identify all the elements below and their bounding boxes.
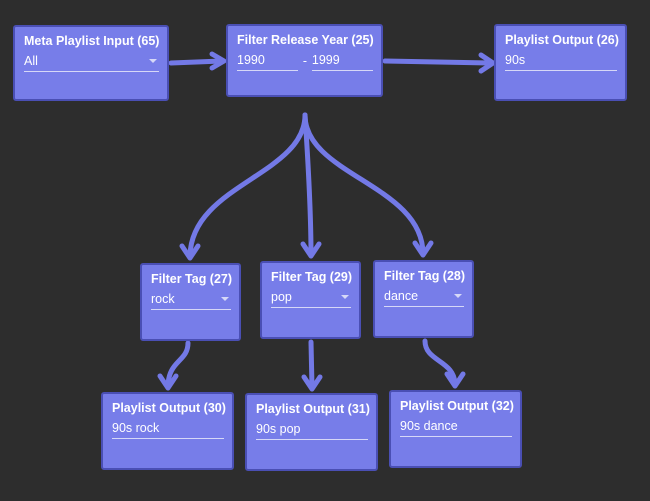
edge-meta-to-filter-year-arrowhead xyxy=(209,51,227,71)
input-value: 90s dance xyxy=(400,419,458,433)
node-filter-tag-29[interactable]: Filter Tag (29) pop xyxy=(260,261,361,339)
chevron-down-icon xyxy=(149,59,157,63)
edge-tag-27-to-output-30 xyxy=(165,340,191,390)
year-range: 1990 - 1999 xyxy=(237,52,373,71)
edge-filter-year-to-tag-29-arrowhead xyxy=(300,241,322,259)
year-from-input[interactable]: 1990 xyxy=(237,52,299,71)
tag-select[interactable]: dance xyxy=(384,288,464,307)
select-value: pop xyxy=(271,290,292,304)
node-filter-tag-28[interactable]: Filter Tag (28) dance xyxy=(373,260,474,338)
chevron-down-icon xyxy=(221,297,229,301)
playlist-name-input[interactable]: 90s rock xyxy=(112,420,224,439)
playlist-name-input[interactable]: 90s xyxy=(505,52,617,71)
node-playlist-output-26[interactable]: Playlist Output (26) 90s xyxy=(494,24,627,101)
edge-tag-29-to-output-31-arrowhead xyxy=(301,374,323,392)
node-filter-release-year[interactable]: Filter Release Year (25) 1990 - 1999 xyxy=(226,24,383,97)
playlist-name-input[interactable]: 90s pop xyxy=(256,421,368,440)
year-from-value: 1990 xyxy=(237,53,265,67)
year-to-input[interactable]: 1999 xyxy=(311,52,373,71)
node-playlist-output-32[interactable]: Playlist Output (32) 90s dance xyxy=(389,390,522,468)
node-playlist-output-30[interactable]: Playlist Output (30) 90s rock xyxy=(101,392,234,470)
edge-filter-year-to-output-26-arrowhead xyxy=(478,52,496,74)
node-title: Playlist Output (32) xyxy=(400,399,514,413)
node-title: Filter Tag (29) xyxy=(271,270,353,284)
edge-filter-year-to-tag-27-arrowhead xyxy=(179,243,201,261)
select-value: All xyxy=(24,54,38,68)
input-value: 90s xyxy=(505,53,526,67)
tag-select[interactable]: rock xyxy=(151,291,231,310)
edge-filter-year-to-tag-29 xyxy=(302,112,314,258)
edge-filter-year-to-tag-27 xyxy=(187,112,308,260)
node-title: Filter Release Year (25) xyxy=(237,33,374,47)
edge-meta-to-filter-year xyxy=(168,58,225,66)
edge-tag-27-to-output-30-arrowhead xyxy=(157,373,179,391)
input-value: 90s rock xyxy=(112,421,160,435)
edge-filter-year-to-tag-28-arrowhead xyxy=(412,240,434,258)
edge-tag-28-to-output-32 xyxy=(422,338,458,388)
node-title: Playlist Output (30) xyxy=(112,401,226,415)
range-separator: - xyxy=(302,54,308,68)
chevron-down-icon xyxy=(454,294,462,298)
node-title: Playlist Output (26) xyxy=(505,33,619,47)
node-title: Filter Tag (27) xyxy=(151,272,233,286)
node-meta-playlist-input[interactable]: Meta Playlist Input (65) All xyxy=(13,25,169,101)
playlist-name-input[interactable]: 90s dance xyxy=(400,418,512,437)
source-select[interactable]: All xyxy=(24,53,159,72)
chevron-down-icon xyxy=(341,295,349,299)
node-title: Playlist Output (31) xyxy=(256,402,370,416)
node-title: Meta Playlist Input (65) xyxy=(24,34,160,48)
select-value: rock xyxy=(151,292,175,306)
node-title: Filter Tag (28) xyxy=(384,269,466,283)
select-value: dance xyxy=(384,289,419,303)
input-value: 90s pop xyxy=(256,422,301,436)
node-filter-tag-27[interactable]: Filter Tag (27) rock xyxy=(140,263,241,341)
edge-tag-29-to-output-31 xyxy=(308,339,315,390)
year-to-value: 1999 xyxy=(311,53,340,67)
tag-select[interactable]: pop xyxy=(271,289,351,308)
edge-tag-28-to-output-32-arrowhead xyxy=(444,371,466,389)
edge-filter-year-to-output-26 xyxy=(382,58,493,66)
node-playlist-output-31[interactable]: Playlist Output (31) 90s pop xyxy=(245,393,378,471)
edge-filter-year-to-tag-28 xyxy=(302,112,426,257)
